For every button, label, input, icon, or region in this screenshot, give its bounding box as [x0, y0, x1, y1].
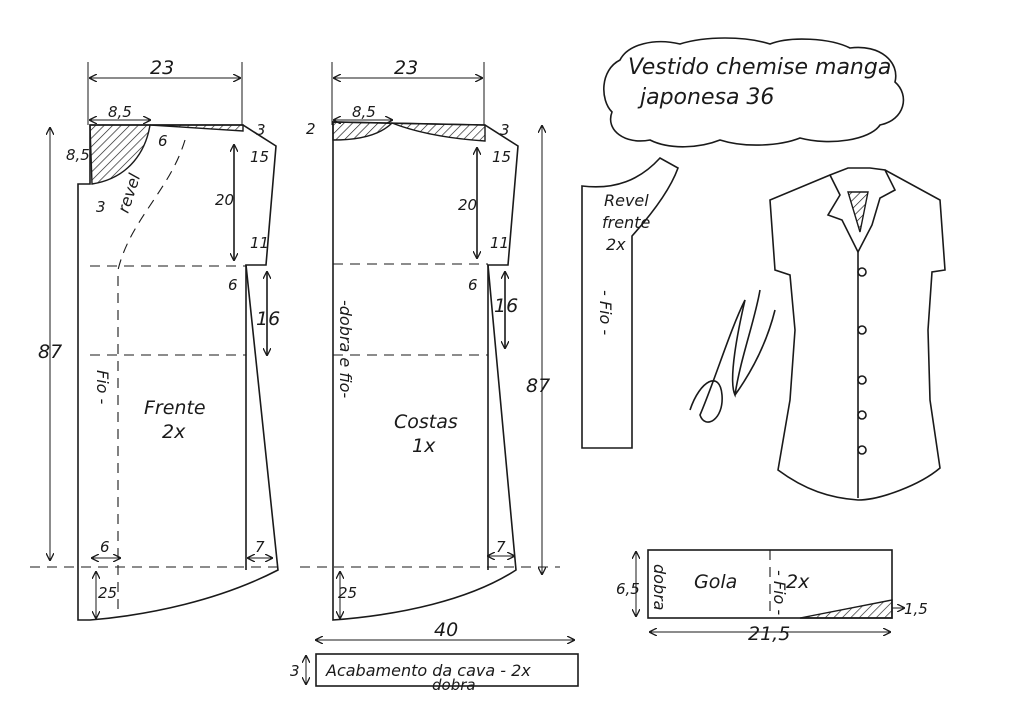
binding-text-2: dobra	[432, 676, 476, 694]
signature	[689, 289, 776, 423]
back-hem-right-label: 7	[496, 538, 506, 556]
back-piece: 23 8,5 2 3 15 20 11 6 16 87 -dobra e fio…	[300, 57, 560, 621]
collar-fio-label: - Fio -	[770, 570, 789, 615]
front-top-width-label: 23	[150, 57, 174, 79]
facing-outline	[581, 156, 679, 449]
front-3-right-label: 3	[256, 121, 266, 139]
front-count: 2x	[162, 421, 186, 443]
back-top-width-label: 23	[394, 57, 418, 79]
collar-name: Gola	[694, 571, 737, 593]
front-3-left-label: 3	[96, 198, 106, 216]
title-line-2: japonesa 36	[637, 85, 774, 110]
back-6-label: 6	[468, 276, 478, 294]
front-11-label: 11	[250, 234, 269, 252]
back-3-label: 3	[500, 121, 510, 139]
back-outline	[332, 121, 519, 621]
front-piece: 23 8,5 8,5 6 3 3 15 revel 20 11 6 16 87 …	[30, 57, 280, 621]
back-curve-label: 25	[338, 584, 357, 602]
collar-fold-label: dobra	[650, 564, 669, 610]
front-curve-label: 25	[98, 584, 117, 602]
back-11-label: 11	[490, 234, 509, 252]
back-length-label: 87	[526, 375, 550, 397]
front-length-label: 87	[38, 341, 62, 363]
front-name: Frente	[144, 397, 206, 419]
binding-length-label: 40	[434, 619, 458, 641]
back-20-label: 20	[458, 196, 477, 214]
front-15-label: 15	[250, 148, 269, 166]
back-fold-label: -dobra e fio-	[336, 300, 355, 398]
facing-name: Revel	[604, 191, 649, 210]
front-outline	[77, 124, 279, 621]
collar-tip-label: 1,5	[904, 600, 928, 618]
collar-width-label: 21,5	[748, 623, 790, 645]
front-hem-left-label: 6	[100, 538, 110, 556]
dress-sketch	[769, 167, 946, 501]
front-neck-height-label: 8,5	[66, 146, 90, 164]
front-hem-right-label: 7	[255, 538, 265, 556]
front-6-label: 6	[158, 132, 168, 150]
facing-count: 2x	[606, 235, 626, 254]
collar-count: 2x	[786, 571, 810, 593]
facing-fio-label: - Fio -	[596, 290, 615, 335]
binding-text: Acabamento da cava - 2x	[325, 661, 531, 680]
facing-piece: Revel frente 2x - Fio -	[581, 156, 679, 449]
collar-height-label: 6,5	[616, 580, 640, 598]
back-2-label: 2	[306, 120, 316, 138]
back-16-label: 16	[494, 295, 518, 317]
back-name: Costas	[394, 411, 458, 433]
front-20-label: 20	[215, 191, 234, 209]
back-15-label: 15	[492, 148, 511, 166]
front-neck-hatch	[89, 124, 151, 185]
back-neck-width-label: 8,5	[352, 103, 376, 121]
binding-strip: 40 3 Acabamento da cava - 2x dobra	[290, 619, 579, 694]
title-line-1: Vestido chemise manga	[628, 55, 891, 80]
title-cloud: Vestido chemise manga japonesa 36	[603, 37, 905, 148]
front-revel-line	[117, 139, 186, 610]
front-6b-label: 6	[228, 276, 238, 294]
front-fio-label: Fio -	[93, 370, 112, 405]
front-neck-width-label: 8,5	[108, 103, 132, 121]
binding-height-label: 3	[290, 662, 300, 680]
front-16-label: 16	[256, 308, 280, 330]
front-revel-label: revel	[114, 171, 145, 216]
facing-name-2: frente	[602, 213, 650, 232]
back-count: 1x	[412, 435, 436, 457]
front-shoulder-hatch	[149, 124, 244, 132]
collar-piece: 6,5 dobra Gola - Fio - 2x 1,5 21,5	[616, 549, 928, 645]
